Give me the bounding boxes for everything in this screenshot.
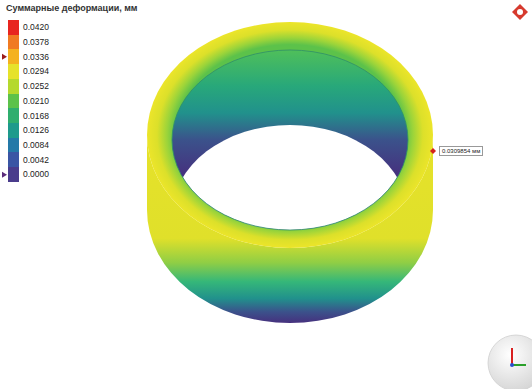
colorbar-swatch (8, 167, 19, 182)
legend-value: 0.0294 (23, 66, 49, 76)
legend-value: 0.0420 (23, 22, 49, 32)
colorbar-swatch (8, 20, 19, 35)
legend-value: 0.0000 (23, 169, 49, 179)
legend-title: Суммарные деформации, мм (6, 3, 138, 13)
colorbar-swatch (8, 49, 19, 64)
colorbar-swatch (8, 35, 19, 50)
legend-value: 0.0168 (23, 111, 49, 121)
legend-value: 0.0336 (23, 52, 49, 62)
probe-value: 0.0309854 мм (439, 146, 483, 156)
legend-value: 0.0378 (23, 37, 49, 47)
legend-value: 0.0252 (23, 81, 49, 91)
colorbar-swatch (8, 64, 19, 79)
colorbar-swatch (8, 152, 19, 167)
colorbar-swatch (8, 79, 19, 94)
legend-value: 0.0126 (23, 125, 49, 135)
colorbar-swatch (8, 94, 19, 109)
colorbar-swatch (8, 108, 19, 123)
colorbar-swatch (8, 138, 19, 153)
legend-value: 0.0084 (23, 140, 49, 150)
colorbar-swatch (8, 123, 19, 138)
legend-value: 0.0042 (23, 155, 49, 165)
legend-value: 0.0210 (23, 96, 49, 106)
